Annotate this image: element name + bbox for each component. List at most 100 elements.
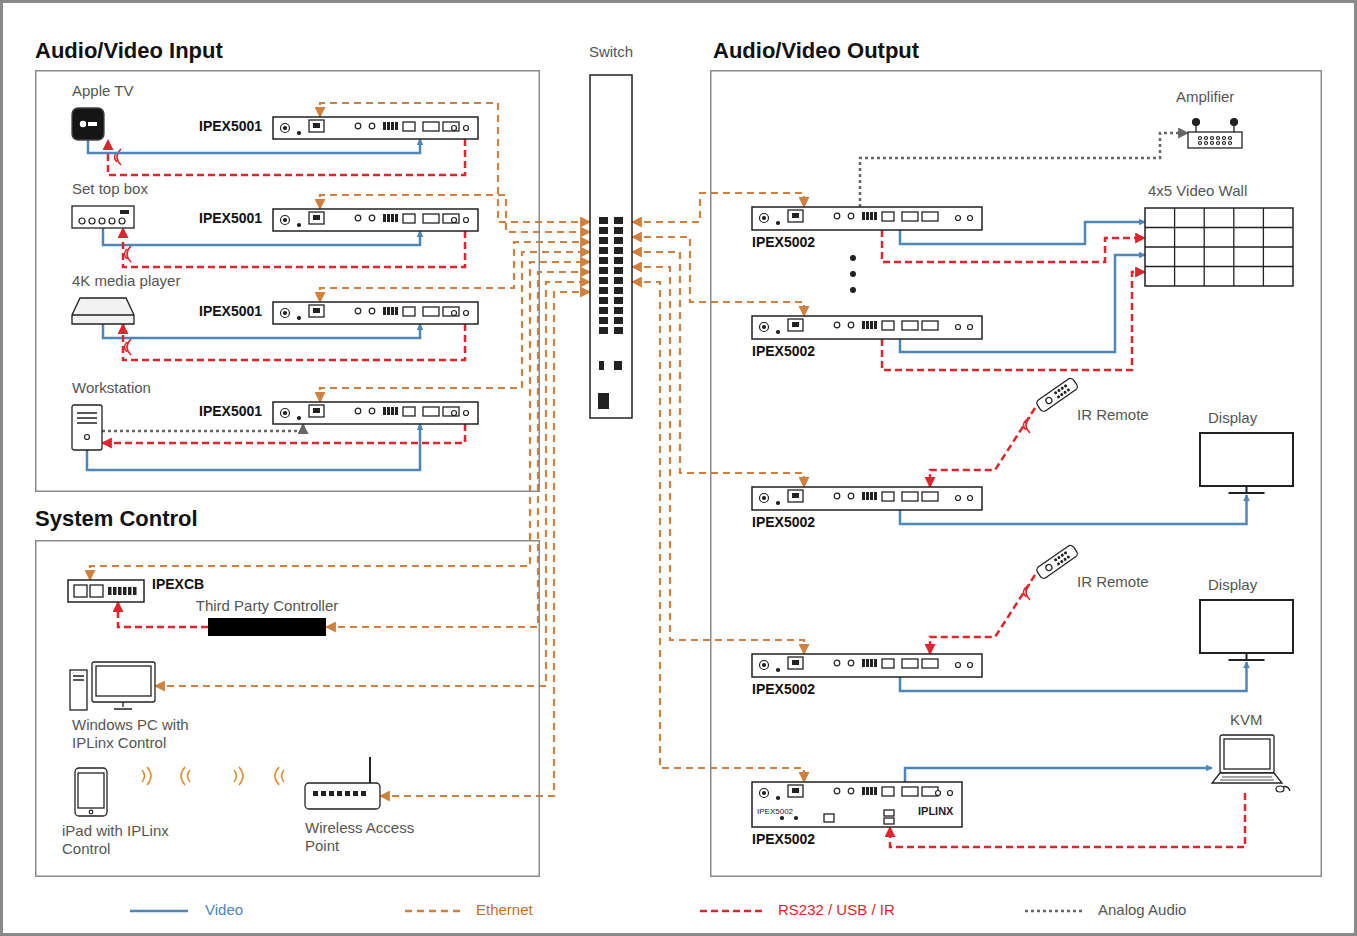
video-wall-frame bbox=[1145, 208, 1293, 286]
terminal bbox=[866, 659, 869, 667]
remote-button bbox=[1045, 563, 1053, 571]
terminal bbox=[118, 587, 122, 595]
terminal bbox=[383, 122, 386, 130]
terminal bbox=[391, 407, 394, 415]
icon-drawing bbox=[273, 117, 478, 139]
device-label: Display bbox=[1208, 576, 1257, 594]
switch-port bbox=[599, 297, 608, 304]
ir-remote-icon-outline bbox=[1035, 549, 1077, 575]
legend-text: Video bbox=[205, 901, 243, 919]
hdmi-port bbox=[902, 659, 918, 668]
encoder-decoder-unit: IPEX5002 bbox=[752, 487, 982, 510]
terminal bbox=[874, 659, 877, 667]
port bbox=[329, 791, 334, 796]
icon-drawing bbox=[68, 580, 144, 602]
power-pin bbox=[763, 792, 766, 795]
icon-drawing bbox=[1145, 208, 1293, 286]
reset-hole bbox=[777, 797, 780, 800]
encoder-decoder-unit-outline bbox=[752, 207, 982, 230]
key bbox=[1064, 391, 1067, 394]
set-top-box-icon-outline bbox=[72, 206, 134, 228]
icon-drawing bbox=[72, 405, 102, 450]
terminal bbox=[387, 407, 390, 415]
lan-port bbox=[788, 657, 803, 669]
video-wall-grid bbox=[1145, 208, 1293, 286]
button bbox=[119, 218, 125, 224]
device-label: IR Remote bbox=[1077, 406, 1149, 424]
logo bbox=[88, 122, 97, 126]
icon-drawing bbox=[273, 402, 478, 424]
audio-jack bbox=[834, 660, 840, 666]
access-point-body bbox=[305, 783, 380, 809]
knob bbox=[1211, 142, 1214, 145]
icon-drawing bbox=[752, 207, 982, 230]
connector bbox=[103, 324, 420, 338]
power-pin bbox=[284, 412, 287, 415]
led bbox=[795, 817, 798, 820]
led bbox=[968, 216, 973, 221]
display-stand bbox=[1229, 653, 1265, 660]
unit-body bbox=[752, 782, 962, 827]
usb-port bbox=[403, 407, 415, 416]
apple-tv-icon: Apple TV bbox=[72, 108, 104, 140]
mouse bbox=[1276, 786, 1284, 792]
dot bbox=[850, 255, 856, 261]
unit-body bbox=[752, 487, 982, 510]
button bbox=[79, 218, 85, 224]
unit-label: IPEX5002 bbox=[752, 234, 815, 251]
region-heading: Audio/Video Input bbox=[35, 38, 223, 64]
workstation-icon: Workstation bbox=[72, 405, 102, 450]
key bbox=[1057, 396, 1060, 399]
encoder-decoder-unit: IPEX5002 bbox=[752, 207, 982, 230]
knob bbox=[1211, 137, 1214, 140]
terminal bbox=[391, 122, 394, 130]
terminal bbox=[866, 321, 869, 329]
terminal bbox=[874, 492, 877, 500]
terminal bbox=[391, 214, 394, 222]
audio-jack bbox=[848, 213, 854, 219]
unit-label: IPEX5001 bbox=[199, 118, 262, 135]
access-point-icon: Wireless Access Point bbox=[305, 783, 380, 809]
key-rows bbox=[1220, 777, 1274, 780]
lan-port bbox=[788, 785, 803, 797]
led bbox=[936, 791, 941, 796]
lan-port bbox=[309, 212, 324, 224]
wireless-waves bbox=[142, 767, 284, 785]
amplifier-body bbox=[1188, 132, 1242, 148]
hdmi-port bbox=[922, 659, 938, 668]
set-top-box-body bbox=[72, 206, 134, 228]
device-label: Wireless Access Point bbox=[305, 819, 430, 855]
icon-drawing bbox=[1200, 433, 1293, 493]
legend-sample bbox=[1025, 910, 1082, 913]
decoder-unit-outline bbox=[752, 782, 962, 827]
lan-port bbox=[90, 585, 103, 597]
led bbox=[956, 496, 961, 501]
power-jack bbox=[281, 216, 290, 225]
remote-body bbox=[1035, 544, 1078, 580]
apple-tv-box bbox=[72, 108, 104, 140]
connector bbox=[882, 272, 1145, 370]
icon-drawing bbox=[72, 108, 104, 140]
reset-hole bbox=[777, 669, 780, 672]
amplifier-icon-outline bbox=[1188, 118, 1242, 148]
key bbox=[1058, 556, 1061, 559]
device-label: Third Party Controller bbox=[168, 597, 366, 615]
knob bbox=[1199, 142, 1202, 145]
terminal bbox=[383, 407, 386, 415]
power-jack bbox=[760, 661, 769, 670]
connector bbox=[930, 408, 1035, 487]
icon-drawing bbox=[70, 662, 155, 710]
device-label: 4K media player bbox=[72, 272, 180, 290]
controller-bar-outline bbox=[208, 618, 326, 636]
reset-hole bbox=[777, 222, 780, 225]
lan-socket bbox=[313, 408, 320, 413]
legend-sample bbox=[700, 910, 766, 913]
switch-port bbox=[599, 267, 608, 274]
usb-port bbox=[882, 321, 894, 330]
terminal bbox=[395, 122, 398, 130]
unit-label: IPEX5002 bbox=[752, 343, 815, 360]
device-label: Display bbox=[1208, 409, 1257, 427]
device-label: 4x5 Video Wall bbox=[1148, 182, 1247, 200]
encoder-decoder-unit-outline bbox=[752, 487, 982, 510]
lan-port bbox=[788, 210, 803, 222]
